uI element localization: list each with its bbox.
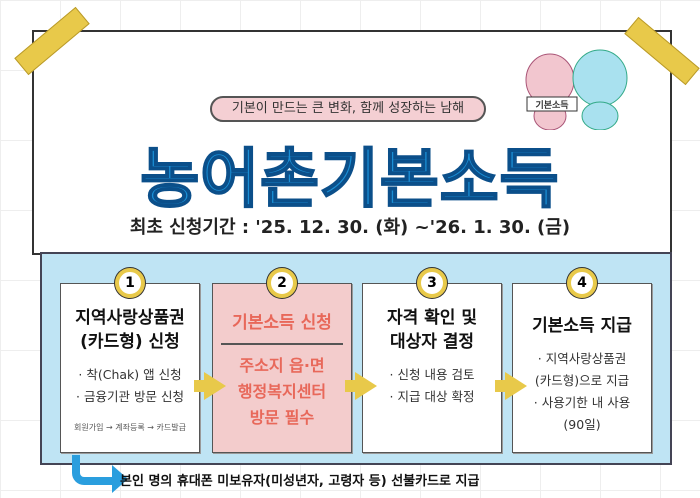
step-title: 지역사랑상품권 — [75, 308, 185, 328]
step-title: 자격 확인 및 — [386, 308, 478, 328]
subtitle-pill: 기본이 만드는 큰 변화, 함께 성장하는 남해 — [210, 96, 486, 122]
step-number-2: 2 — [267, 268, 297, 298]
arrow-right-icon — [345, 372, 377, 400]
step-number-4: 4 — [567, 268, 597, 298]
application-period: 최초 신청기간 : '25. 12. 30. (화) ~'26. 1. 30. … — [129, 217, 571, 238]
step-bullet: · 지역사랑상품권 — [537, 351, 627, 366]
step-title: 기본소득 지급 — [532, 316, 632, 336]
prepaid-card-note: 본인 명의 휴대폰 미보유자(미성년자, 고령자 등) 선불카드로 지급 — [120, 474, 480, 489]
arrow-right-icon — [495, 372, 527, 400]
step-title: (카드형) 신청 — [80, 332, 180, 352]
step-bullet: · 금융기관 방문 신청 — [76, 389, 184, 404]
mascot-illustration: 기본소득 — [525, 49, 628, 130]
step-title: 대상자 결정 — [389, 332, 475, 352]
step-bullet: · 착(Chak) 앱 신청 — [78, 367, 182, 382]
arrow-right-icon — [194, 372, 226, 400]
step-bullet: (90일) — [563, 417, 601, 432]
mascot-sign: 기본소득 — [535, 99, 568, 111]
step-bullet: (카드형)으로 지급 — [534, 373, 630, 388]
curved-arrow-icon — [72, 455, 128, 493]
step-number-1: 1 — [115, 268, 145, 298]
step-bullet: · 지급 대상 확정 — [389, 389, 475, 404]
step-text: 주소지 읍·면 — [239, 356, 325, 375]
step-bullet: · 사용기한 내 사용 — [533, 395, 631, 410]
step-card-1: 지역사랑상품권 (카드형) 신청 · 착(Chak) 앱 신청 · 금융기관 방문 … — [60, 283, 200, 453]
step-text: 행정복지센터 — [237, 382, 327, 401]
page-title: 농어촌기본소득 — [139, 142, 560, 218]
step-card-4: 기본소득 지급 · 지역사랑상품권 (카드형)으로 지급 · 사용기한 내 사용 (9… — [512, 283, 652, 453]
step-title: 기본소득 신청 — [221, 308, 343, 345]
step-text: 방문 필수 — [249, 408, 315, 427]
step-bullet: · 신청 내용 검토 — [389, 367, 475, 382]
step-note: 회원가입 → 계좌등록 → 카드발급 — [74, 423, 186, 432]
step-number-3: 3 — [417, 268, 447, 298]
